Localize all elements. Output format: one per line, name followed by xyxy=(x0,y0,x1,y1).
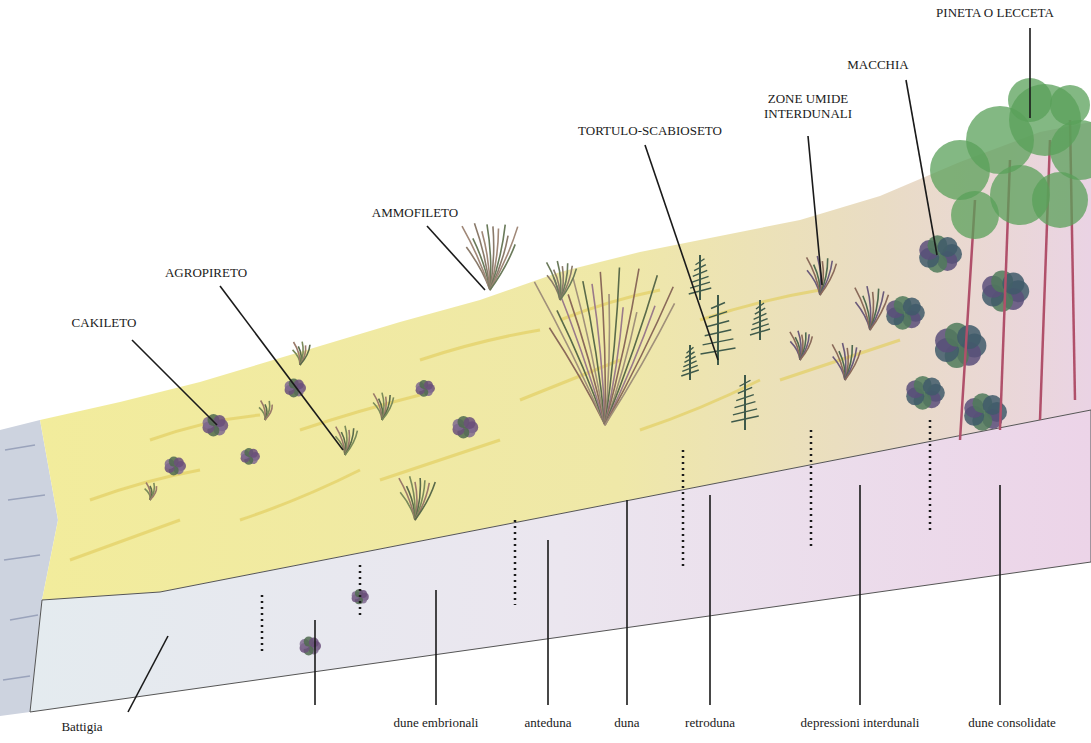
wave-stroke xyxy=(3,676,30,680)
leader-line xyxy=(626,500,628,705)
leader-line xyxy=(645,145,718,360)
zone-divider xyxy=(514,520,517,605)
grass-tuft xyxy=(293,342,310,365)
sand-ripple xyxy=(640,380,760,430)
leader-line xyxy=(220,286,343,450)
grass-tuft xyxy=(547,261,577,300)
sand-ripple xyxy=(240,470,360,520)
shrub xyxy=(416,380,435,397)
sand-ripple xyxy=(300,395,420,430)
leader-line xyxy=(314,620,316,705)
wave-stroke xyxy=(8,495,45,500)
sand-ripple xyxy=(150,415,260,440)
grass-tuft xyxy=(790,331,812,360)
grass-tuft xyxy=(832,343,860,380)
tree-canopy xyxy=(1050,85,1090,125)
leader-line xyxy=(132,340,217,425)
zone-label: depressioni interdunali xyxy=(801,716,920,731)
sand-ripple xyxy=(380,440,500,480)
shrub xyxy=(919,235,962,273)
vegetation-label: TORTULO-SCABIOSETO xyxy=(578,124,722,139)
vegetation-label: AMMOFILETO xyxy=(372,206,458,221)
shrub xyxy=(452,416,478,439)
spiky-shrub xyxy=(689,255,712,300)
shrub xyxy=(285,379,306,398)
zone-divider xyxy=(359,565,362,615)
shrub xyxy=(202,414,228,437)
shrub xyxy=(935,323,986,368)
grass-tuft xyxy=(462,223,518,290)
leader-line xyxy=(547,540,549,705)
tree-canopy xyxy=(951,191,999,239)
grass-tuft xyxy=(534,268,674,425)
zone-divider xyxy=(810,430,813,550)
leader-line xyxy=(128,636,168,712)
zone-label: dune consolidate xyxy=(968,716,1056,731)
shrub xyxy=(300,637,321,656)
shrub xyxy=(906,376,945,410)
spiky-shrub xyxy=(701,295,736,365)
vegetation-label: AGROPIRETO xyxy=(165,266,247,281)
vegetation-label: ZONE UMIDE INTERDUNALI xyxy=(753,92,863,122)
vegetation-label: CAKILETO xyxy=(72,316,137,331)
vegetation-label: PINETA O LECCETA xyxy=(936,6,1054,21)
wave-stroke xyxy=(4,555,40,560)
leader-line xyxy=(999,485,1001,705)
leader-line xyxy=(906,80,937,255)
grass-tuft xyxy=(335,426,357,455)
shrub xyxy=(241,448,260,465)
leader-line xyxy=(1029,28,1031,118)
zone-divider xyxy=(682,450,685,570)
leader-line xyxy=(427,226,485,290)
leader-line xyxy=(808,136,822,285)
grass-tuft xyxy=(373,393,393,420)
grass-tuft xyxy=(399,476,435,520)
wave-stroke xyxy=(5,445,35,450)
zone-divider xyxy=(261,595,264,655)
zone-label: Battigia xyxy=(61,720,102,735)
grass-tuft xyxy=(145,482,157,500)
vegetation-label: MACCHIA xyxy=(847,58,908,73)
sand-ripple xyxy=(90,470,200,500)
leader-line xyxy=(709,495,711,705)
leader-line xyxy=(435,590,437,705)
zone-label: retroduna xyxy=(685,716,735,731)
shrub xyxy=(886,296,925,330)
shrub xyxy=(165,457,186,476)
zone-divider xyxy=(929,420,932,530)
sand-ripple xyxy=(70,520,180,560)
leader-line xyxy=(859,485,861,705)
wave-stroke xyxy=(10,615,38,620)
tree-canopy xyxy=(1050,120,1091,180)
zone-label: dune embrionali xyxy=(394,716,479,731)
soil-section xyxy=(30,410,1091,712)
sand-ripple xyxy=(420,330,540,360)
grass-tuft xyxy=(855,286,889,330)
tree-canopy xyxy=(1032,172,1088,228)
zone-label: duna xyxy=(614,716,639,731)
zone-label: anteduna xyxy=(525,716,572,731)
grass-tuft xyxy=(259,401,272,420)
spiky-shrub xyxy=(731,375,759,430)
sand-ripple xyxy=(780,340,900,380)
spiky-shrub xyxy=(750,300,770,340)
spiky-shrub xyxy=(681,345,699,380)
